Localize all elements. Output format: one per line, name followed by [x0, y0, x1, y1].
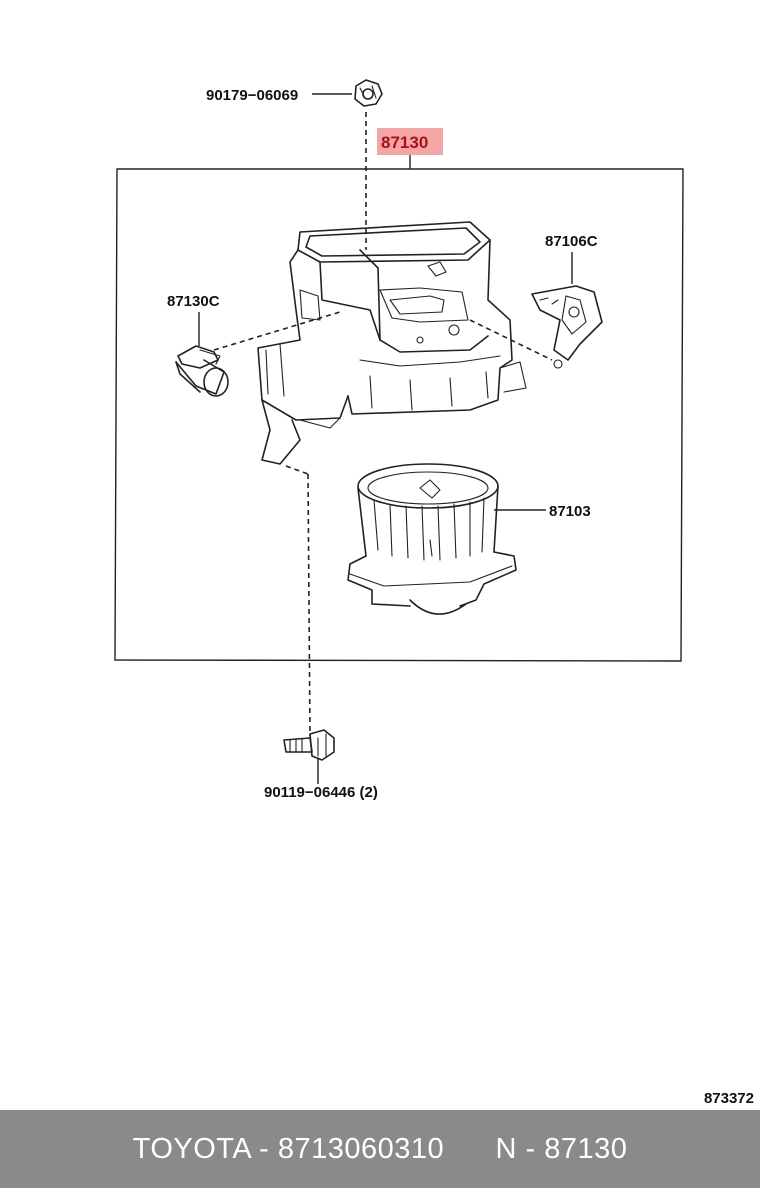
label-assembly-part-number[interactable]: 87130: [381, 133, 428, 152]
assembly-frame: [114, 168, 684, 662]
label-damper-part-number[interactable]: 87106C: [545, 233, 598, 250]
label-bolt-part-number[interactable]: 90119−06446 (2): [264, 784, 378, 801]
footer-part-number: 8713060310: [277, 1132, 445, 1165]
bolt-icon: [283, 729, 335, 761]
footer-separator: -: [250, 1132, 278, 1165]
dashed-line-servo: [213, 311, 341, 351]
dashed-line-bolt-upper: [285, 465, 309, 475]
parts-diagram: 90179−06069 87130 87106C: [114, 79, 754, 1107]
footer-brand: TOYOTA: [132, 1132, 251, 1165]
label-servo-part-number[interactable]: 87130C: [167, 293, 220, 310]
servo-motor-drawing: [175, 345, 229, 397]
blower-case-drawing: [257, 221, 527, 465]
highlight-box: [377, 128, 443, 155]
fan-motor-drawing: [347, 463, 517, 615]
diagram-reference-number: 873372: [704, 1090, 754, 1107]
dashed-line-bolt: [307, 473, 311, 737]
damper-servo-drawing: [531, 285, 603, 369]
dashed-line-damper: [469, 319, 553, 361]
footer-gap: [444, 1133, 495, 1165]
footer-n-code: N - 87130: [495, 1132, 628, 1165]
label-nut-part-number[interactable]: 90179−06069: [206, 87, 298, 104]
nut-icon: [354, 79, 383, 107]
footer-text: TOYOTA - 8713060310 N - 87130: [133, 1133, 628, 1166]
footer-bar: TOYOTA - 8713060310 N - 87130: [0, 1110, 760, 1188]
label-fan-part-number[interactable]: 87103: [549, 503, 591, 520]
